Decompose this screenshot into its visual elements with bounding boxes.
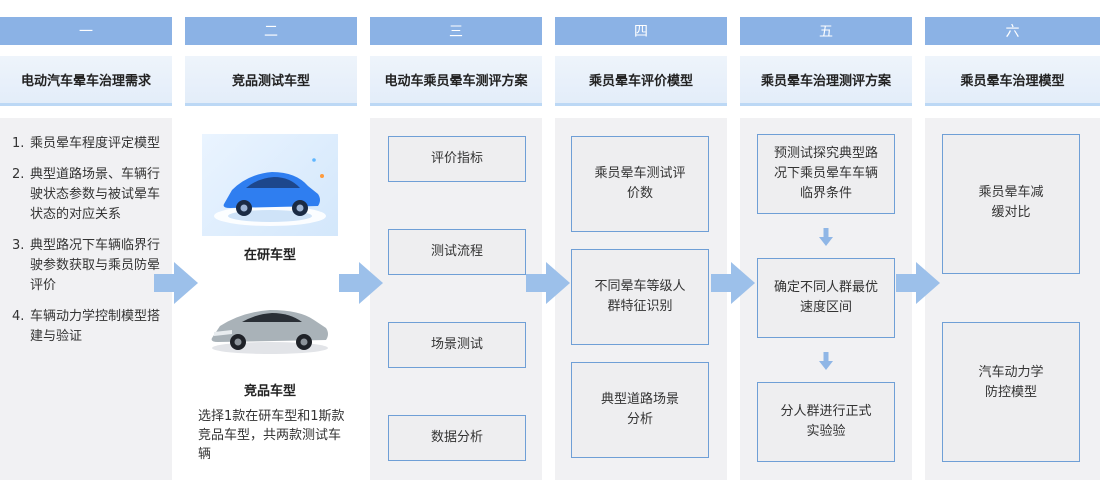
box-test-procedure: 测试流程 [388, 229, 526, 275]
blue-car-image [202, 134, 338, 236]
box-crowd-feature-identification: 不同晕车等级人群特征识别 [571, 249, 709, 345]
box-formal-experiment: 分人群进行正式实验验 [757, 382, 895, 462]
column-number-2: 二 [185, 17, 357, 45]
flow-arrow-icon [896, 262, 940, 304]
box-optimal-speed-interval: 确定不同人群最优速度区间 [757, 258, 895, 338]
flow-arrow-icon [526, 262, 570, 304]
flow-arrow-icon [711, 262, 755, 304]
column-title-5: 乘员晕车治理测评方案 [740, 56, 912, 106]
column-title-6: 乘员晕车治理模型 [925, 56, 1100, 106]
column-number-5: 五 [740, 17, 912, 45]
flow-arrow-icon [339, 262, 383, 304]
list-item: 3.典型路况下车辆临界行驶参数获取与乘员防晕评价 [12, 238, 161, 293]
box-road-scenario-analysis: 典型道路场景分析 [571, 362, 709, 458]
list-item: 1.乘员晕车程度评定模型 [12, 136, 161, 151]
list-item: 4.车辆动力学控制模型搭建与验证 [12, 309, 161, 344]
car-caption-competitor: 竞品车型 [243, 384, 296, 399]
column-title-3: 电动车乘员晕车测评方案 [370, 56, 542, 106]
column-number-1: 一 [0, 17, 172, 45]
vehicle-selection-description: 选择1款在研车型和1斯款竞品车型，共两款测试车辆 [198, 409, 345, 462]
silver-car-image [202, 270, 338, 372]
column-title-4: 乘员晕车评价模型 [555, 56, 727, 106]
car-caption-in-development: 在研车型 [243, 248, 296, 263]
box-data-analysis: 数据分析 [388, 415, 526, 461]
list-item: 2.典型道路场景、车辆行驶状态参数与被试晕车状态的对应关系 [12, 167, 161, 222]
column-title-2: 竞品测试车型 [185, 56, 357, 106]
down-arrow-icon [819, 352, 833, 370]
down-arrow-icon [819, 228, 833, 246]
box-dynamics-control-model: 汽车动力学防控模型 [942, 322, 1080, 462]
box-sickness-test-index: 乘员晕车测试评价数 [571, 136, 709, 232]
requirements-list: 1.乘员晕车程度评定模型 2.典型道路场景、车辆行驶状态参数与被试晕车状态的对应… [12, 134, 164, 358]
column-number-6: 六 [925, 17, 1100, 45]
column-number-4: 四 [555, 17, 727, 45]
box-evaluation-index: 评价指标 [388, 136, 526, 182]
column-number-3: 三 [370, 17, 542, 45]
flow-arrow-icon [154, 262, 198, 304]
panel-requirements: 1.乘员晕车程度评定模型 2.典型道路场景、车辆行驶状态参数与被试晕车状态的对应… [0, 118, 172, 480]
box-pre-test-critical-conditions: 预测试探究典型路况下乘员晕车车辆临界条件 [757, 134, 895, 214]
column-title-1: 电动汽车晕车治理需求 [0, 56, 172, 106]
box-sickness-mitigation-comparison: 乘员晕车减缓对比 [942, 134, 1080, 274]
box-scenario-test: 场景测试 [388, 322, 526, 368]
